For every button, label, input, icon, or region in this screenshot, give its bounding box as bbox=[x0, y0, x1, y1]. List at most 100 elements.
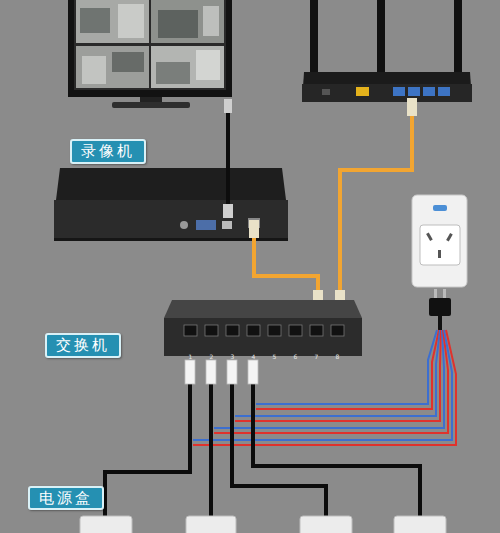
router-part bbox=[302, 84, 472, 102]
monitor-part bbox=[151, 0, 224, 43]
power-socket-part bbox=[438, 250, 441, 258]
port-number: 4 bbox=[252, 353, 256, 360]
power-box-part bbox=[394, 516, 446, 533]
monitor-part bbox=[82, 56, 106, 84]
monitor-part bbox=[74, 0, 226, 90]
power-box-part bbox=[80, 516, 132, 533]
monitor-part bbox=[196, 50, 220, 80]
port-number-holder: 5 bbox=[269, 344, 281, 363]
nvr-recorder bbox=[54, 168, 288, 241]
camera-cable bbox=[105, 384, 420, 518]
port-number-holder: 6 bbox=[290, 344, 302, 363]
power-wire-part bbox=[235, 330, 441, 421]
router-part bbox=[322, 89, 330, 95]
monitor-part bbox=[158, 10, 198, 38]
hdmi-cable-part bbox=[223, 204, 233, 218]
label-badge: 电源盒 bbox=[28, 486, 104, 510]
router-part bbox=[310, 0, 318, 74]
network-switch-part bbox=[164, 318, 362, 356]
router-part bbox=[438, 87, 450, 96]
network-cable-part bbox=[407, 98, 417, 116]
power-wire-part bbox=[214, 330, 448, 433]
network-switch-part bbox=[164, 300, 362, 318]
power-socket-part bbox=[443, 289, 446, 299]
port-number: 8 bbox=[336, 353, 340, 360]
port-number-holder: 3 bbox=[227, 344, 239, 363]
badge-label: 录像机 bbox=[81, 144, 135, 159]
port-number: 7 bbox=[315, 353, 319, 360]
hdmi-cable-part bbox=[226, 112, 230, 206]
power-socket-part bbox=[426, 233, 433, 241]
power-socket-part bbox=[429, 298, 451, 316]
monitor-part bbox=[80, 8, 110, 33]
label-badge: 交换机 bbox=[45, 333, 121, 358]
monitor-part bbox=[112, 102, 190, 108]
nvr-recorder-part bbox=[222, 221, 232, 229]
network-cable bbox=[249, 98, 417, 306]
rj45-plug bbox=[185, 360, 258, 384]
power-wire-part bbox=[256, 330, 439, 409]
router-part bbox=[408, 87, 420, 96]
network-switch-part bbox=[226, 325, 239, 336]
rj45-plug-part bbox=[227, 360, 237, 384]
router-part bbox=[377, 0, 385, 74]
power-socket-part bbox=[446, 233, 453, 241]
camera-cable-part bbox=[105, 384, 190, 518]
router-part bbox=[423, 87, 435, 96]
network-switch bbox=[164, 300, 362, 356]
rj45-plug-part bbox=[248, 360, 258, 384]
power-socket bbox=[412, 195, 467, 330]
monitor-part bbox=[118, 4, 144, 38]
power-socket-part bbox=[420, 225, 460, 265]
port-number-holder: 1 bbox=[185, 344, 197, 363]
network-cable-part bbox=[249, 220, 259, 238]
power-box bbox=[80, 516, 446, 533]
power-wire-part bbox=[256, 330, 437, 404]
monitor-part bbox=[151, 46, 224, 88]
monitor-part bbox=[76, 46, 149, 88]
network-switch-part bbox=[289, 325, 302, 336]
rj45-plug-part bbox=[206, 360, 216, 384]
port-number: 6 bbox=[294, 353, 298, 360]
port-number: 3 bbox=[231, 353, 235, 360]
port-number-holder: 2 bbox=[206, 344, 218, 363]
router-part bbox=[356, 87, 369, 96]
camera-cable-part bbox=[232, 384, 326, 518]
network-switch-part bbox=[268, 325, 281, 336]
monitor-part bbox=[68, 0, 232, 97]
badge-label: 交换机 bbox=[56, 338, 110, 353]
rj45-plug-part bbox=[185, 360, 195, 384]
nvr-recorder-part bbox=[56, 168, 286, 200]
network-switch-part bbox=[205, 325, 218, 336]
router bbox=[302, 0, 472, 102]
camera-cable-part bbox=[253, 384, 420, 518]
badge-label: 电源盒 bbox=[39, 491, 93, 506]
power-wire-part bbox=[214, 330, 444, 428]
nvr-recorder-part bbox=[196, 220, 216, 230]
network-switch-part bbox=[310, 325, 323, 336]
nvr-recorder-part bbox=[54, 200, 288, 240]
monitor bbox=[68, 0, 232, 108]
port-number-holder: 8 bbox=[332, 344, 344, 363]
power-wire-part bbox=[235, 330, 440, 416]
network-switch-part bbox=[331, 325, 344, 336]
router-part bbox=[393, 87, 405, 96]
monitor-part bbox=[203, 6, 219, 36]
power-box-part bbox=[300, 516, 352, 533]
network-switch-part bbox=[247, 325, 260, 336]
camera-cable-part bbox=[209, 384, 213, 518]
port-number: 2 bbox=[210, 353, 214, 360]
power-socket-part bbox=[434, 289, 437, 299]
monitor-part bbox=[112, 52, 144, 72]
network-switch-part bbox=[184, 325, 197, 336]
monitor-part bbox=[140, 97, 162, 102]
router-part bbox=[454, 0, 462, 74]
power-socket-part bbox=[433, 205, 447, 211]
power-box-part bbox=[186, 516, 236, 533]
nvr-recorder-part bbox=[180, 221, 188, 229]
port-number-holder: 4 bbox=[248, 344, 260, 363]
power-socket-part bbox=[412, 195, 467, 287]
port-number-holder: 7 bbox=[311, 344, 323, 363]
port-number: 1 bbox=[189, 353, 193, 360]
hdmi-cable-part bbox=[224, 99, 232, 113]
